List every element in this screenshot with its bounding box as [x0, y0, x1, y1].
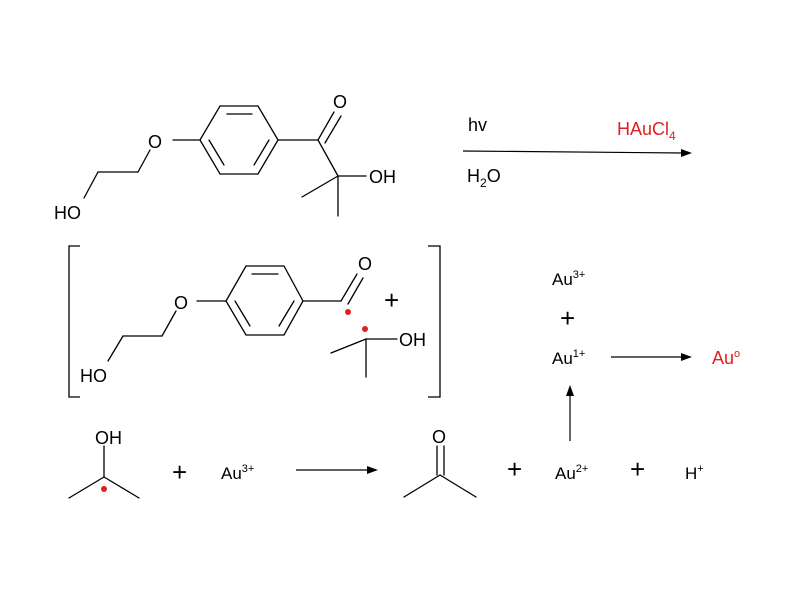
- reaction-arrow-1: hv H2O HAuCl4: [462, 115, 692, 190]
- hydroxyl-label: OH: [369, 167, 396, 187]
- proton-label: H+: [685, 463, 704, 483]
- arrow-head: [367, 466, 378, 474]
- bond: [317, 139, 339, 177]
- arrow-head: [681, 149, 692, 157]
- gold-metal-label: Auo: [712, 348, 740, 368]
- reaction-2: OH + Au3+ O + Au2+ + H+: [68, 427, 704, 499]
- radical-dot: [345, 309, 351, 315]
- benzene-ring: [199, 105, 279, 175]
- ketone-oxygen-label: O: [432, 427, 446, 447]
- carbonyl-oxygen-label: O: [333, 92, 347, 112]
- light-label: hv: [468, 115, 487, 135]
- arrow-head: [566, 385, 574, 396]
- gold-salt-label: HAuCl4: [617, 119, 676, 143]
- right-bracket: [428, 245, 441, 398]
- bond: [137, 149, 151, 173]
- methyl-bond: [301, 175, 339, 198]
- gold-3plus-label: Au3+: [221, 463, 254, 483]
- arrow-head: [681, 353, 692, 361]
- bond: [103, 476, 140, 499]
- radical-intermediates: O O HO + OH: [68, 245, 441, 398]
- bond: [68, 476, 105, 499]
- ring-inner-bond: [253, 139, 270, 166]
- methyl-bond: [330, 338, 367, 354]
- carbonyl-bond: [324, 115, 342, 144]
- plus-sign: +: [172, 457, 187, 487]
- ring-inner-bond: [234, 300, 251, 327]
- bond: [107, 335, 124, 362]
- arrow-line: [462, 150, 685, 154]
- ring-inner-bond: [278, 300, 295, 327]
- gold-2plus-label: Au2+: [555, 463, 588, 483]
- carbonyl-bond: [340, 273, 358, 302]
- ether-oxygen-label: O: [174, 293, 188, 313]
- hydroxyl-label: OH: [95, 428, 122, 448]
- terminal-hydroxyl-label: HO: [54, 203, 81, 223]
- plus-sign: +: [384, 285, 399, 315]
- plus-sign: +: [630, 454, 645, 484]
- bond: [439, 474, 477, 498]
- bond: [83, 171, 99, 199]
- solvent-label: H2O: [467, 166, 501, 190]
- bond: [161, 310, 177, 337]
- carbonyl-bond: [347, 277, 364, 305]
- benzene-ring: [225, 265, 304, 336]
- plus-sign: +: [560, 303, 575, 333]
- plus-sign: +: [507, 454, 522, 484]
- gold-1plus-label: Au1+: [552, 348, 585, 368]
- terminal-hydroxyl-label: HO: [80, 366, 107, 386]
- ether-oxygen-label: O: [148, 132, 162, 152]
- radical-dot: [101, 486, 107, 492]
- radical-dot: [362, 326, 368, 332]
- bond: [403, 474, 441, 498]
- carbonyl-oxygen-label: O: [358, 254, 372, 274]
- hydroxyl-label: OH: [399, 330, 426, 350]
- gold-reduction-path: Au3+ + Au1+ Auo: [552, 269, 740, 441]
- ring-inner-bond: [208, 139, 225, 166]
- photoinitiator-molecule: O OH O HO: [54, 92, 396, 223]
- carbonyl-bond: [317, 111, 335, 141]
- left-bracket: [68, 245, 80, 398]
- gold-3plus-label: Au3+: [552, 269, 585, 289]
